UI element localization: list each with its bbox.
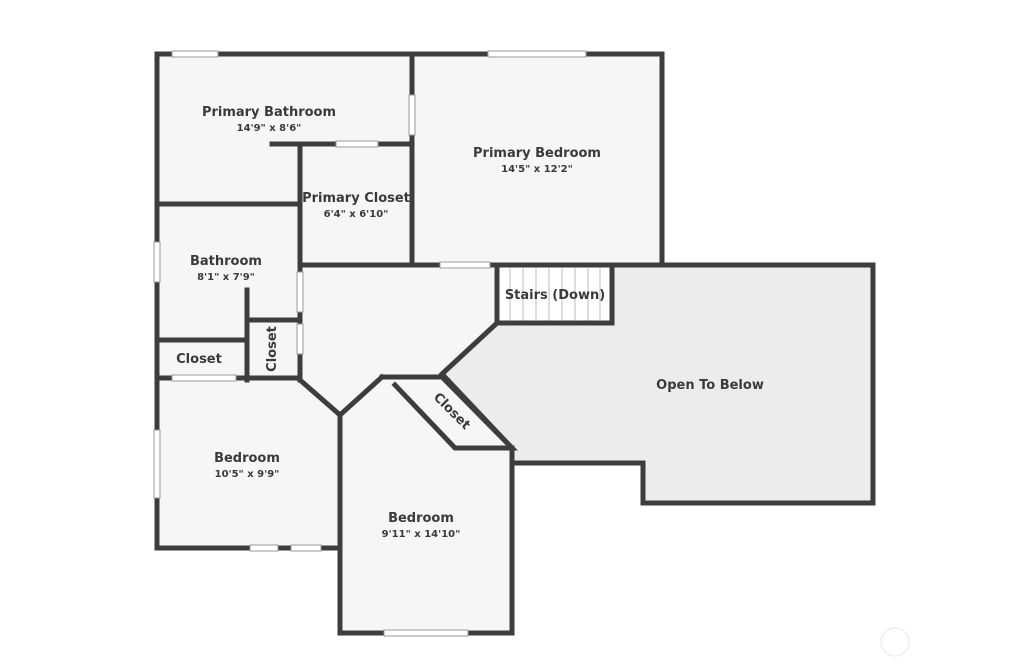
bedroom-center-name: Bedroom bbox=[388, 511, 454, 526]
stairs-label: Stairs (Down) bbox=[505, 288, 605, 303]
closet-small-label: Closet bbox=[265, 326, 280, 372]
primary-bedroom-dims: 14'5" x 12'2" bbox=[501, 164, 573, 175]
bedroom-left-name: Bedroom bbox=[214, 451, 280, 466]
closet-left-label: Closet bbox=[176, 352, 222, 367]
windows bbox=[153, 50, 587, 637]
bedroom-center-dims: 9'11" x 14'10" bbox=[382, 529, 461, 540]
bathroom-name: Bathroom bbox=[190, 254, 262, 269]
stair-treads bbox=[509, 268, 601, 321]
stairs-area bbox=[497, 268, 610, 321]
primary-closet-name: Primary Closet bbox=[302, 191, 410, 206]
walls bbox=[154, 51, 876, 636]
primary-bathroom-name: Primary Bathroom bbox=[202, 105, 336, 120]
open-to-below-label: Open To Below bbox=[656, 378, 764, 393]
watermark-logo bbox=[880, 627, 910, 657]
primary-bedroom-name: Primary Bedroom bbox=[473, 146, 601, 161]
main-floor bbox=[157, 54, 662, 633]
room-labels: Primary Bathroom 14'9" x 8'6" Primary Be… bbox=[176, 105, 764, 540]
primary-closet-dims: 6'4" x 6'10" bbox=[324, 209, 389, 220]
bedroom-left-dims: 10'5" x 9'9" bbox=[215, 469, 280, 480]
bathroom-dims: 8'1" x 7'9" bbox=[197, 272, 255, 283]
primary-bathroom-dims: 14'9" x 8'6" bbox=[237, 123, 302, 134]
